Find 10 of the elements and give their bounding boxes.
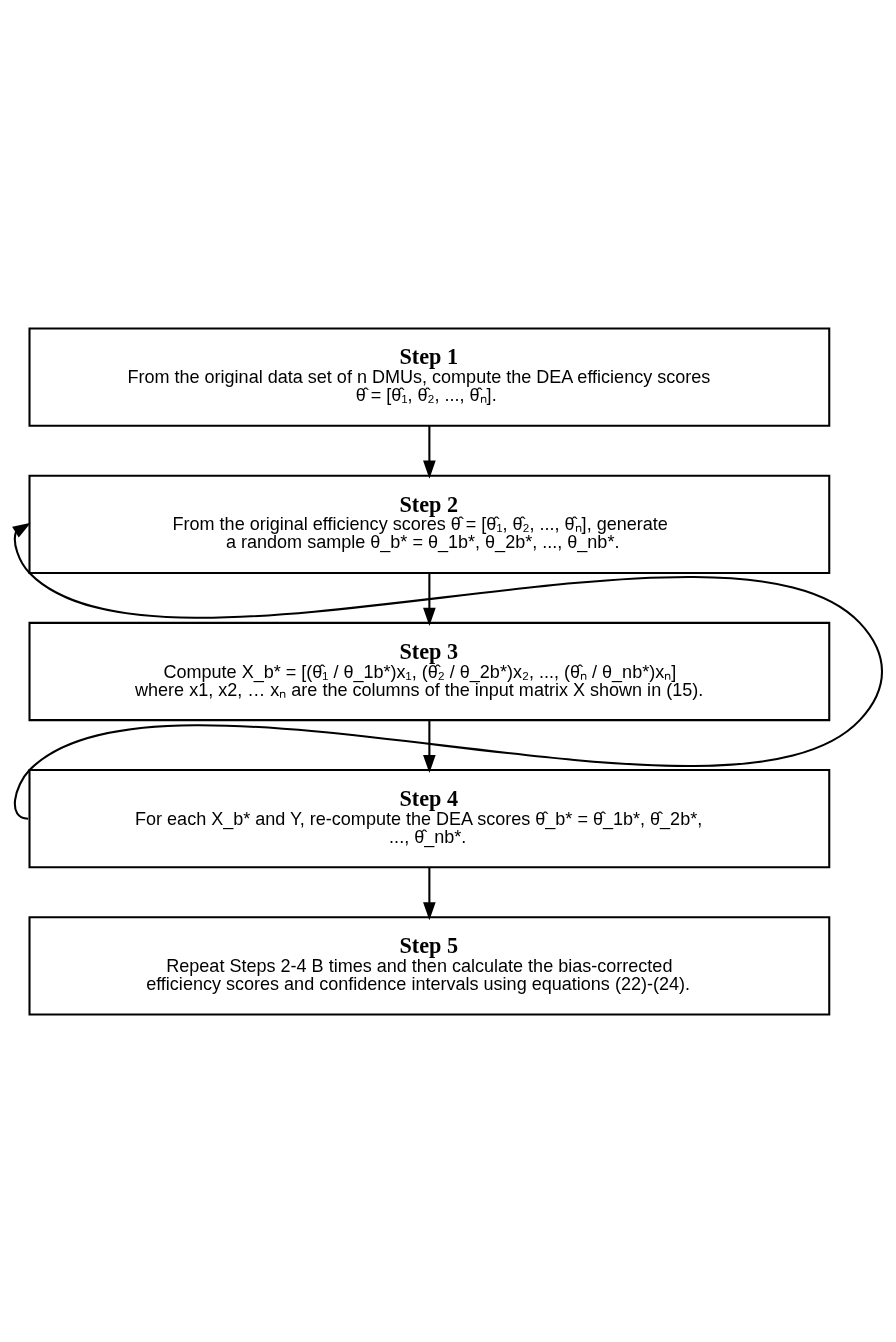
arrow (423, 866, 436, 920)
node-box: Step 3 Compute X_b* = [(θ̂₁ / θ_1b*)x₁, (θ̂₂ / θ_2b*)x₂, ..., (θ̂ₙ / θ_nb*)xₙ] where x1, x2, … xₙ are the columns of the input matrix X shown in (15). (28, 621, 831, 721)
node-box: Step 4 For each X_b* and Y, re-compute the DEA scores θ̂_b* = θ̂_1b*, θ̂_2b*, ..., θ̂_nb*. (28, 768, 831, 868)
node-box: Step 5 Repeat Steps 2-4 B times and then calculate the bias-corrected efficiency scores and confidence intervals using equations (22)-(24). (28, 915, 831, 1015)
arrow (423, 572, 436, 626)
arrow (423, 425, 436, 479)
arrow (423, 719, 436, 773)
node-box: Step 2 From the original efficiency scores θ̂ = [θ̂₁, θ̂₂, ..., θ̂ₙ], generate a random sample θ_b* = θ_1b*, θ_2b*, ..., θ_nb*. (28, 474, 831, 574)
arrow (12, 522, 883, 819)
node-box: Step 1 From the original data set of n DMUs, compute the DEA efficiency scores θ̂ = [θ̂₁, θ̂₂, ..., θ̂ₙ]. (28, 327, 831, 427)
